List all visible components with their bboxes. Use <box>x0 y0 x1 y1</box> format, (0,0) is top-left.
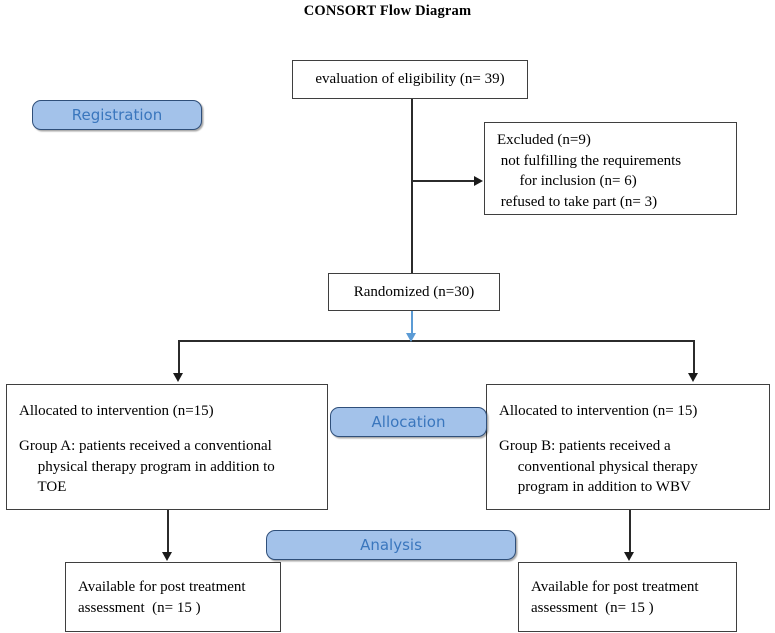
alloc-right-body-1: Group B: patients received a <box>499 437 671 454</box>
node-excluded: Excluded (n=9) not fulfilling the requir… <box>484 122 737 215</box>
alloc-right-body-3: program in addition to WBV <box>499 479 691 496</box>
node-allocated-group-b: Allocated to intervention (n= 15) Group … <box>486 384 770 510</box>
excluded-line-4: refused to take part (n= 3) <box>497 194 658 211</box>
connector-alloc-right-to-analysis <box>629 510 631 555</box>
stage-badge-allocation: Allocation <box>330 407 487 437</box>
alloc-left-body-1: Group A: patients received a conventiona… <box>19 437 272 454</box>
arrow-down-analysis-right-icon <box>624 552 634 561</box>
arrow-right-excluded-icon <box>474 175 483 186</box>
stage-badge-registration-label: Registration <box>71 106 163 124</box>
connector-alloc-left-to-analysis <box>167 510 169 555</box>
stage-badge-analysis: Analysis <box>266 530 516 560</box>
stage-badge-allocation-label: Allocation <box>371 413 446 431</box>
node-allocated-group-a: Allocated to intervention (n=15) Group A… <box>6 384 328 510</box>
arrow-down-analysis-left-icon <box>162 552 172 561</box>
alloc-right-body-2: conventional physical therapy <box>499 458 698 475</box>
arrow-down-split-icon <box>406 333 416 342</box>
randomized-text: Randomized (n=30) <box>353 283 475 300</box>
alloc-left-heading: Allocated to intervention (n=15) <box>19 403 214 419</box>
connector-split-right <box>693 340 695 376</box>
stage-badge-analysis-label: Analysis <box>360 536 422 554</box>
node-evaluation-of-eligibility: evaluation of eligibility (n= 39) <box>292 60 528 99</box>
analysis-left-line-1: Available for post treatment <box>78 579 246 595</box>
analysis-right-line-1: Available for post treatment <box>531 579 699 595</box>
arrow-down-allocation-right-icon <box>688 373 698 382</box>
connector-randomized-blue <box>411 311 413 337</box>
alloc-left-body-3: TOE <box>19 479 67 496</box>
connector-split-left <box>178 340 180 376</box>
connector-split-bar <box>178 340 694 342</box>
eligibility-text: evaluation of eligibility (n= 39) <box>315 71 505 88</box>
node-randomized: Randomized (n=30) <box>328 273 500 311</box>
alloc-left-body-2: physical therapy program in addition to <box>19 458 275 475</box>
stage-badge-registration: Registration <box>32 100 202 130</box>
connector-eligibility-trunk <box>411 99 413 274</box>
connector-to-excluded <box>411 180 474 182</box>
alloc-left-spacer <box>19 422 319 436</box>
excluded-line-2: not fulfilling the requirements <box>497 152 682 169</box>
excluded-line-3: for inclusion (n= 6) <box>497 173 637 190</box>
alloc-right-heading: Allocated to intervention (n= 15) <box>499 403 698 419</box>
analysis-left-line-2: assessment (n= 15 ) <box>78 599 201 616</box>
node-available-post-treatment-right: Available for post treatment assessment … <box>518 562 737 632</box>
excluded-line-1: Excluded (n=9) <box>497 132 591 148</box>
analysis-right-line-2: assessment (n= 15 ) <box>531 599 654 616</box>
alloc-right-spacer <box>499 422 761 436</box>
node-available-post-treatment-left: Available for post treatment assessment … <box>65 562 281 632</box>
page-title: CONSORT Flow Diagram <box>303 3 472 19</box>
arrow-down-allocation-left-icon <box>173 373 183 382</box>
